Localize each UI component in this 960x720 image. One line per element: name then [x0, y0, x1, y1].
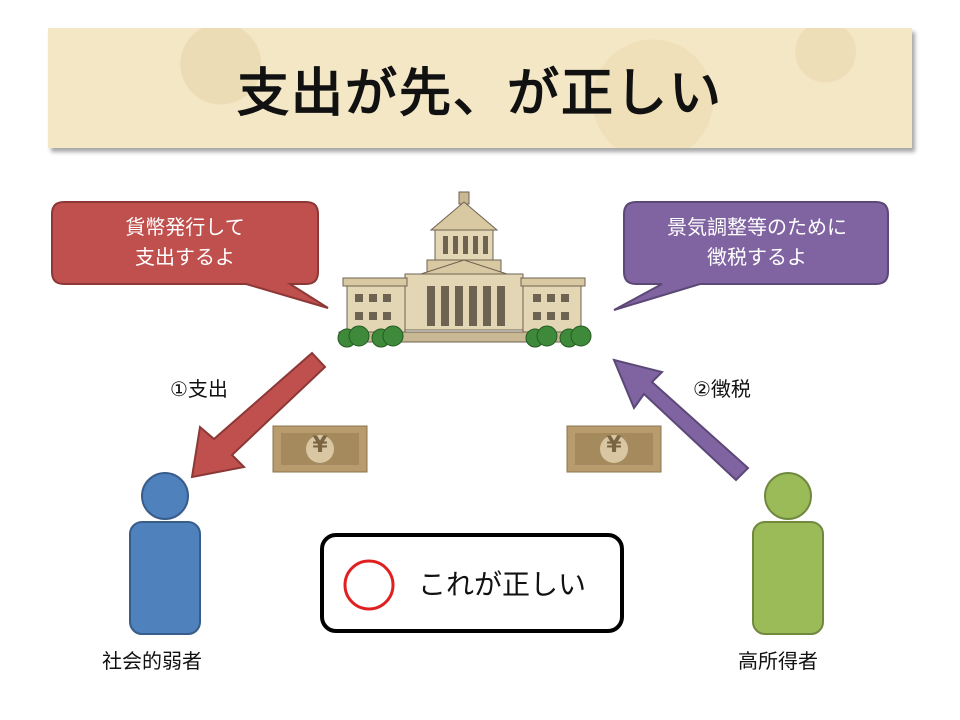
left-bubble-line1: 貨幣発行して	[125, 215, 245, 239]
left-speech-bubble	[51, 201, 329, 309]
tax-arrow	[612, 358, 750, 482]
spend-label: ①支出	[170, 377, 228, 401]
parliament-building-icon	[337, 191, 592, 348]
banknote-symbol-right: ¥	[606, 433, 622, 458]
banknote-icon	[272, 425, 368, 473]
left-bubble-line2: 支出するよ	[135, 245, 235, 269]
right-bubble-line2: 徴税するよ	[707, 245, 807, 269]
banknote-symbol-left: ¥	[312, 433, 328, 458]
banknote-icon	[566, 425, 662, 473]
title-banner: 支出が先、が正しい	[48, 28, 912, 148]
answer-box	[320, 533, 624, 633]
right-speech-bubble	[613, 201, 889, 311]
right-person-label: 高所得者	[738, 649, 818, 673]
right-bubble-line1: 景気調整等のために	[667, 215, 847, 239]
person-icon	[752, 472, 824, 635]
left-person-label: 社会的弱者	[102, 649, 202, 673]
circle-mark-icon	[343, 559, 395, 611]
spend-arrow	[190, 351, 327, 479]
person-icon	[129, 472, 201, 635]
page-title: 支出が先、が正しい	[236, 63, 723, 124]
tax-label: ②徴税	[693, 377, 751, 401]
left-bubble-text: 貨幣発行して 支出するよ	[52, 212, 318, 272]
right-bubble-text: 景気調整等のために 徴税するよ	[624, 212, 890, 272]
answer-text: これが正しい	[418, 568, 587, 601]
